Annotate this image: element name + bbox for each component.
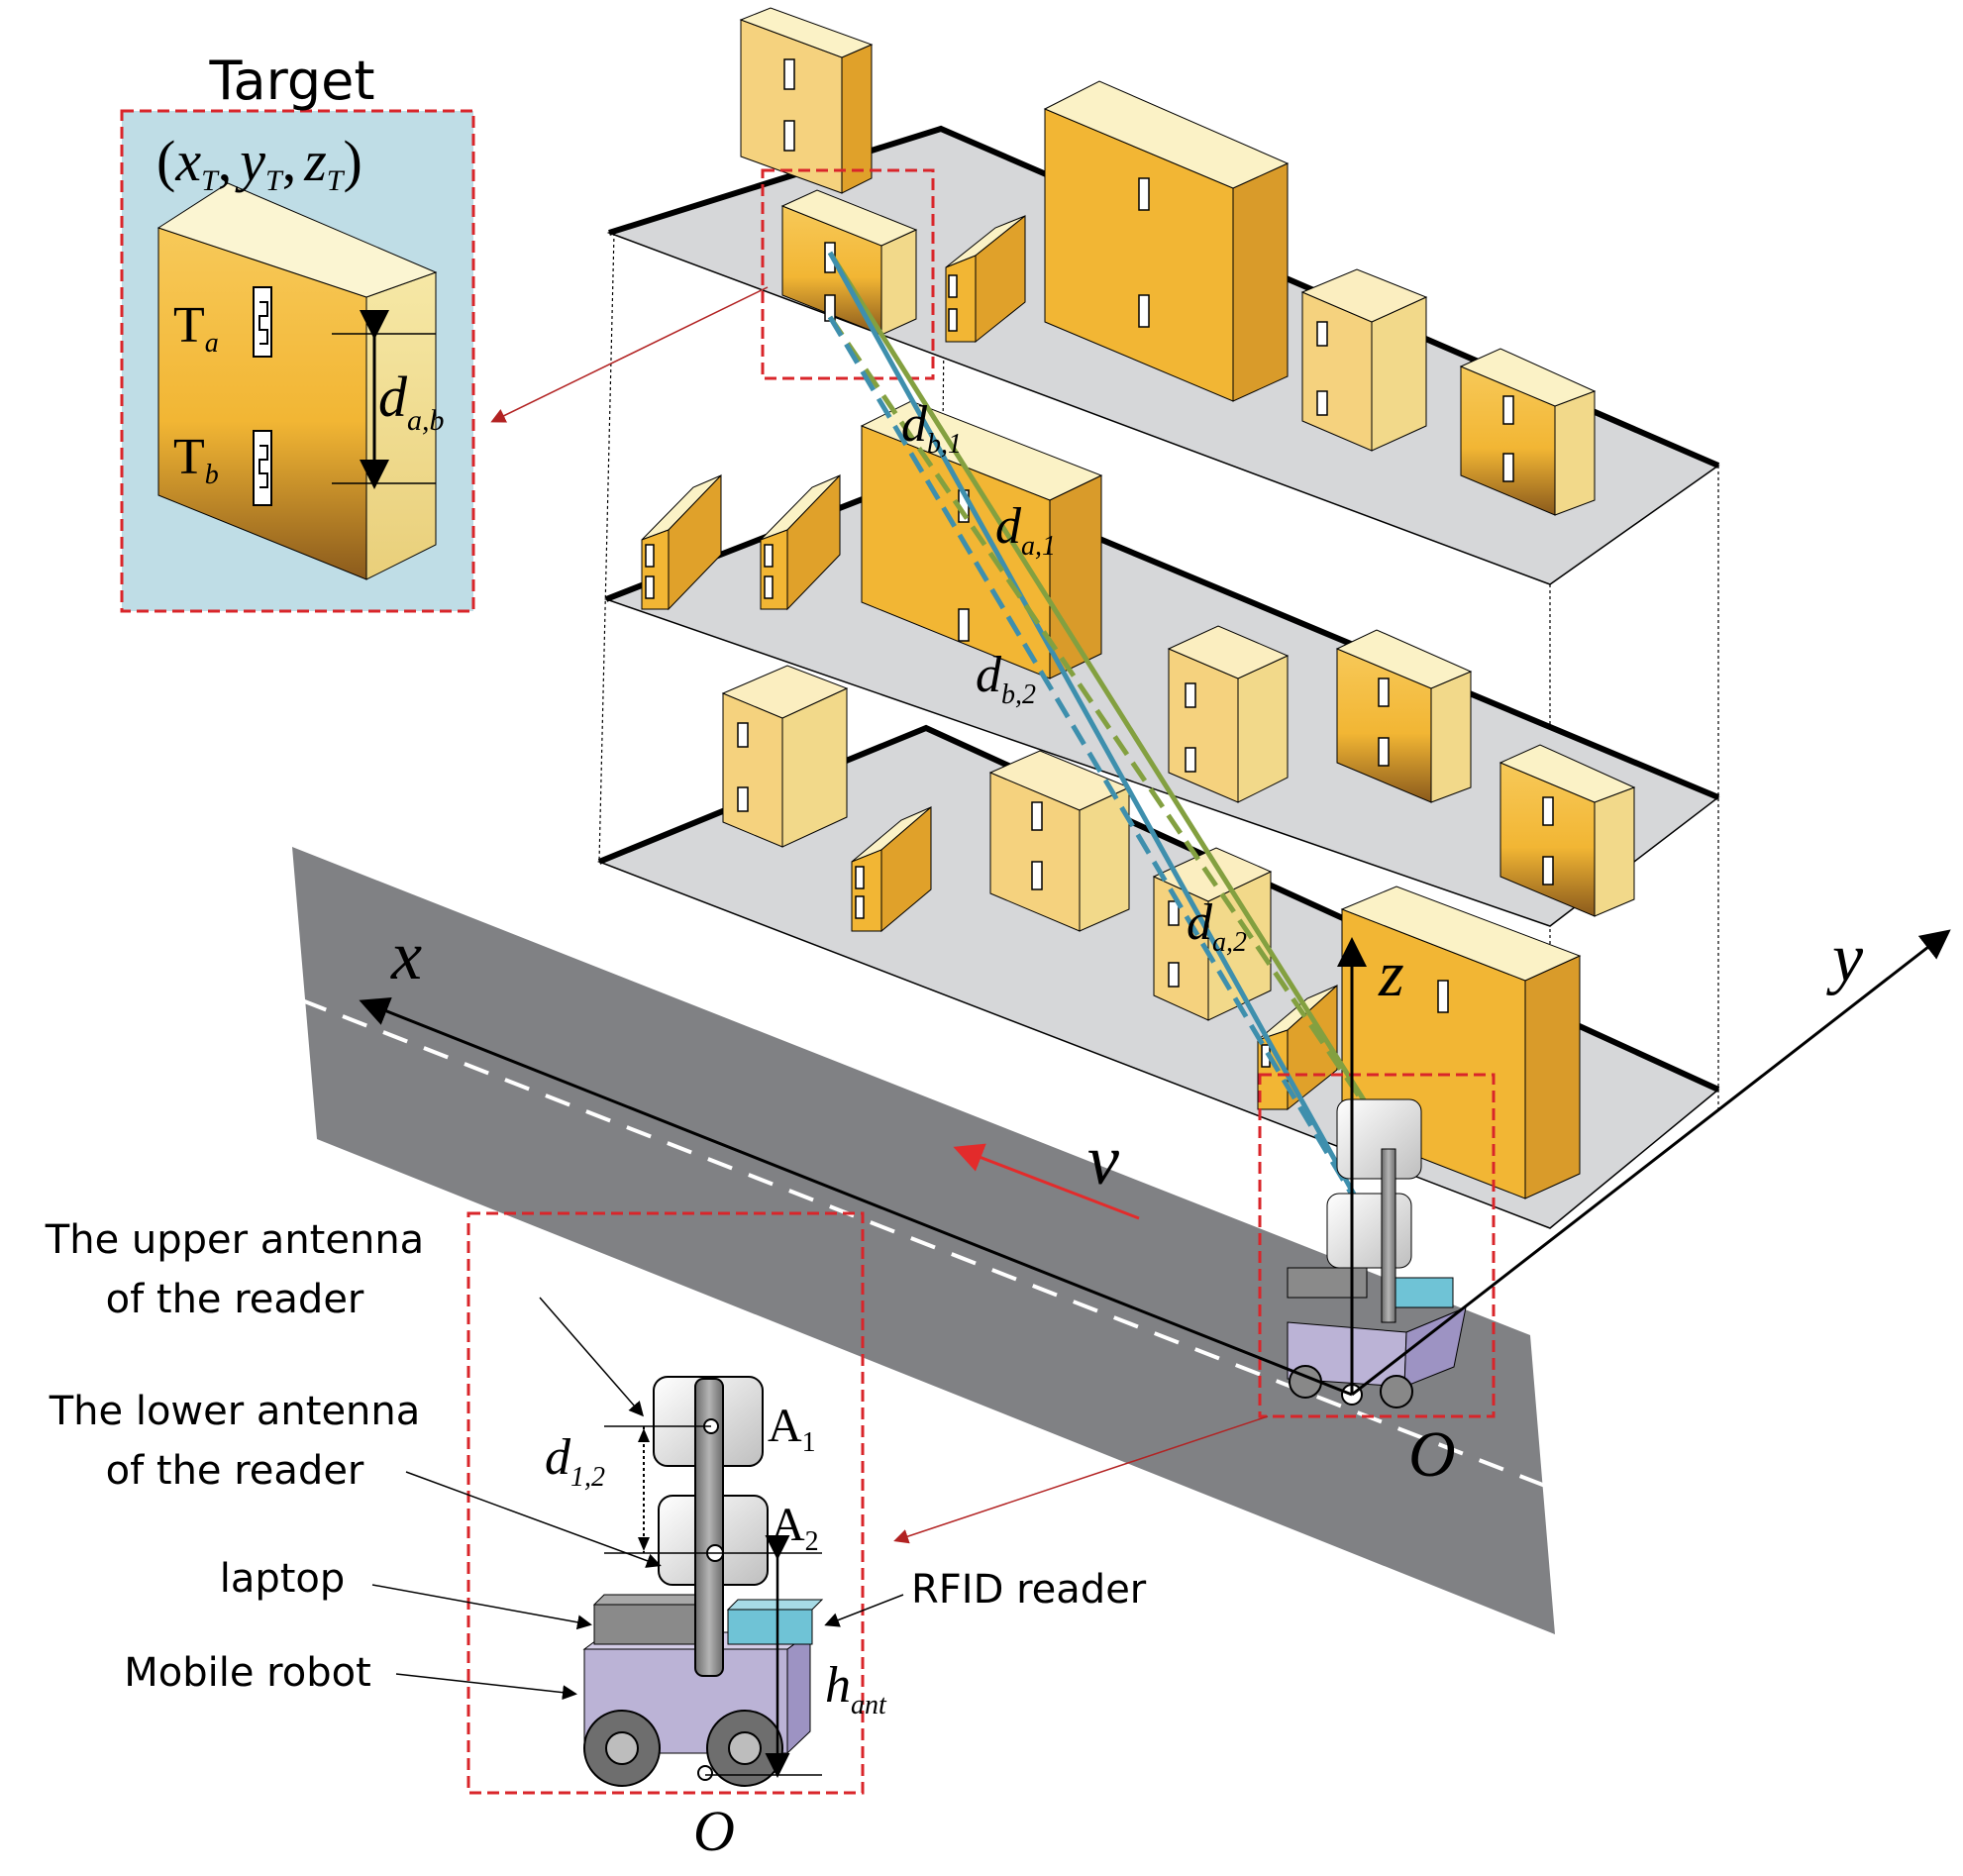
label-d-a1: da,1 (995, 498, 1056, 562)
robot-detail-panel (371, 1211, 904, 1795)
coordinate-axes (359, 929, 1951, 1397)
y-axis (1351, 929, 1951, 1397)
label-lower-antenna-line2: of the reader (106, 1448, 364, 1494)
road (292, 847, 1555, 1634)
target-highlight-frame (761, 168, 935, 380)
box-light-top (1300, 268, 1428, 452)
box-top-left (739, 7, 874, 194)
label-tag-b: Tb (173, 429, 219, 490)
label-a2: A2 (771, 1499, 819, 1557)
line-d-a2 (827, 315, 1395, 1146)
target-callout-arrow (490, 286, 769, 423)
label-d-ab: da,b (378, 365, 445, 437)
box-large-top (1043, 80, 1290, 402)
label-tag-a: Ta (173, 297, 219, 359)
signal-lines (827, 251, 1395, 1255)
box-light-bottom-mid (988, 750, 1131, 932)
shelf-top-edge (608, 125, 1720, 469)
detail-tag-b (253, 430, 272, 506)
line-d-b2 (827, 315, 1390, 1255)
detail-laptop (593, 1604, 699, 1645)
label-mobile-robot: Mobile robot (124, 1650, 371, 1696)
box-right-bottom (1498, 744, 1636, 917)
axis-label-z: z (1378, 938, 1404, 1010)
robot-in-scene (1258, 1073, 1496, 1418)
box-light-middle (1167, 625, 1290, 803)
x-axis (359, 996, 1353, 1397)
box-large-middle (860, 400, 1103, 679)
axis-label-x: x (390, 918, 422, 994)
velocity-arrow (953, 1143, 1140, 1220)
box-flat-5 (1257, 984, 1338, 1111)
label-d-b1: db,1 (901, 396, 962, 460)
line-d-a1 (827, 251, 1395, 1146)
box-right-top (1459, 348, 1597, 516)
velocity-label: v (1087, 1120, 1119, 1199)
target-coordinates: (xT,yT,zT) (156, 129, 362, 197)
line-d-b1 (827, 251, 1390, 1255)
label-d12: d1,2 (545, 1429, 605, 1493)
rfid-tags (645, 58, 1554, 1068)
box-light-bottom-left (721, 665, 849, 848)
road-surface (292, 847, 1555, 1634)
label-h-ant: hant (825, 1657, 887, 1720)
detail-rfid-reader (727, 1609, 813, 1645)
label-rfid-reader: RFID reader (911, 1567, 1147, 1613)
label-laptop: laptop (220, 1556, 346, 1602)
road-center-dashes (301, 998, 1546, 1488)
robot-scene-frame (1258, 1073, 1496, 1418)
detail-origin-label: O (693, 1799, 735, 1863)
label-lower-antenna-line1: The lower antenna (49, 1389, 421, 1434)
axis-label-y: y (1826, 920, 1864, 996)
detail-pole (694, 1378, 724, 1677)
robot-callout-arrow (893, 1415, 1269, 1544)
label-d-a2: da,2 (1187, 894, 1247, 958)
detail-tag-a (253, 286, 272, 358)
label-a1: A1 (768, 1400, 816, 1458)
target-title: Target (208, 50, 374, 112)
boxes (641, 7, 1636, 1199)
label-upper-antenna-line2: of the reader (106, 1277, 364, 1322)
target-detail-panel (120, 109, 475, 613)
robot-detail-frame (466, 1211, 865, 1795)
label-d-b2: db,2 (976, 647, 1036, 710)
box-right-middle (1335, 629, 1473, 803)
label-upper-antenna-line1: The upper antenna (45, 1217, 424, 1263)
origin-label: O (1408, 1418, 1456, 1491)
